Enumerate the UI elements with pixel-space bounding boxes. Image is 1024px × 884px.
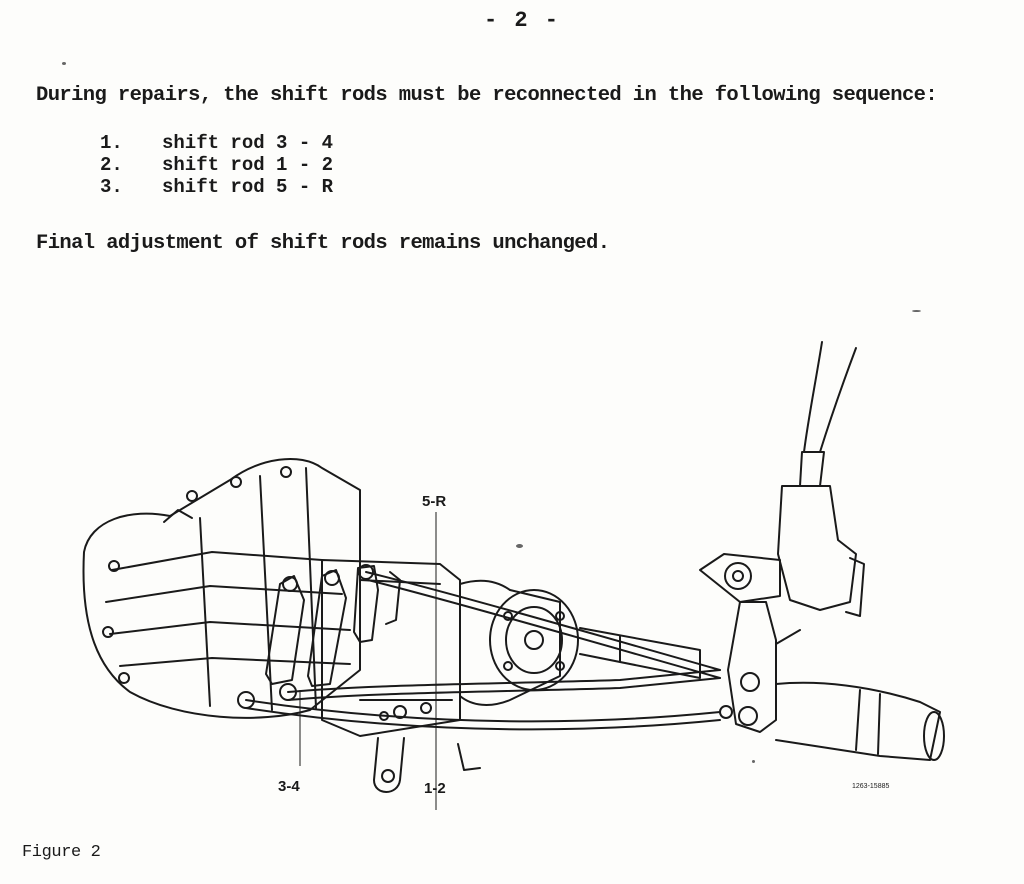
- gear-lever-stick: [803, 341, 823, 453]
- scan-speck: [516, 544, 523, 548]
- lever-3-4: [265, 575, 305, 685]
- list-item-number: 1.: [100, 132, 123, 154]
- shift-rod-1-2: [287, 669, 721, 693]
- lever-5-r: [353, 565, 379, 643]
- scan-speck: [752, 760, 755, 763]
- figure-part-number: 1263-15885: [852, 783, 889, 790]
- lever-1-2: [307, 569, 347, 687]
- callout-5-r: 5-R: [422, 493, 446, 510]
- shifter-bracket: [727, 601, 777, 733]
- list-item-text: shift rod 5 - R: [162, 176, 334, 198]
- callout-1-2: 1-2: [424, 780, 446, 797]
- list-item-text: shift rod 1 - 2: [162, 154, 334, 176]
- figure-caption: Figure 2: [22, 843, 101, 862]
- gear-lever-housing: [777, 485, 857, 611]
- list-item: 3. shift rod 5 - R: [100, 176, 333, 198]
- extension-housing: [459, 579, 561, 706]
- scan-speck: [62, 62, 66, 65]
- shifter-pivot: [724, 562, 752, 590]
- list-item-number: 3.: [100, 176, 123, 198]
- list-item-number: 2.: [100, 154, 123, 176]
- shift-rod-3-4: [245, 699, 721, 723]
- transmission-shift-rod-illustration: 5-R 3-4 1-2 1263-15885: [82, 341, 945, 810]
- output-flange: [489, 589, 579, 691]
- propeller-tube: [775, 681, 941, 761]
- mount-bracket: [373, 737, 405, 793]
- shift-rod-5-r: [365, 571, 721, 671]
- final-note: Final adjustment of shift rods remains u…: [36, 232, 610, 255]
- reconnect-sequence-list: 1. shift rod 3 - 4 2. shift rod 1 - 2 3. sh…: [100, 132, 333, 198]
- list-item: 2. shift rod 1 - 2: [100, 154, 333, 176]
- list-item-text: shift rod 3 - 4: [162, 132, 334, 154]
- bell-housing: [82, 457, 361, 719]
- page-number: - 2 -: [484, 8, 561, 33]
- intro-paragraph: During repairs, the shift rods must be r…: [36, 84, 938, 107]
- scan-speck: [912, 310, 921, 312]
- callout-3-4: 3-4: [278, 778, 300, 795]
- list-item: 1. shift rod 3 - 4: [100, 132, 333, 154]
